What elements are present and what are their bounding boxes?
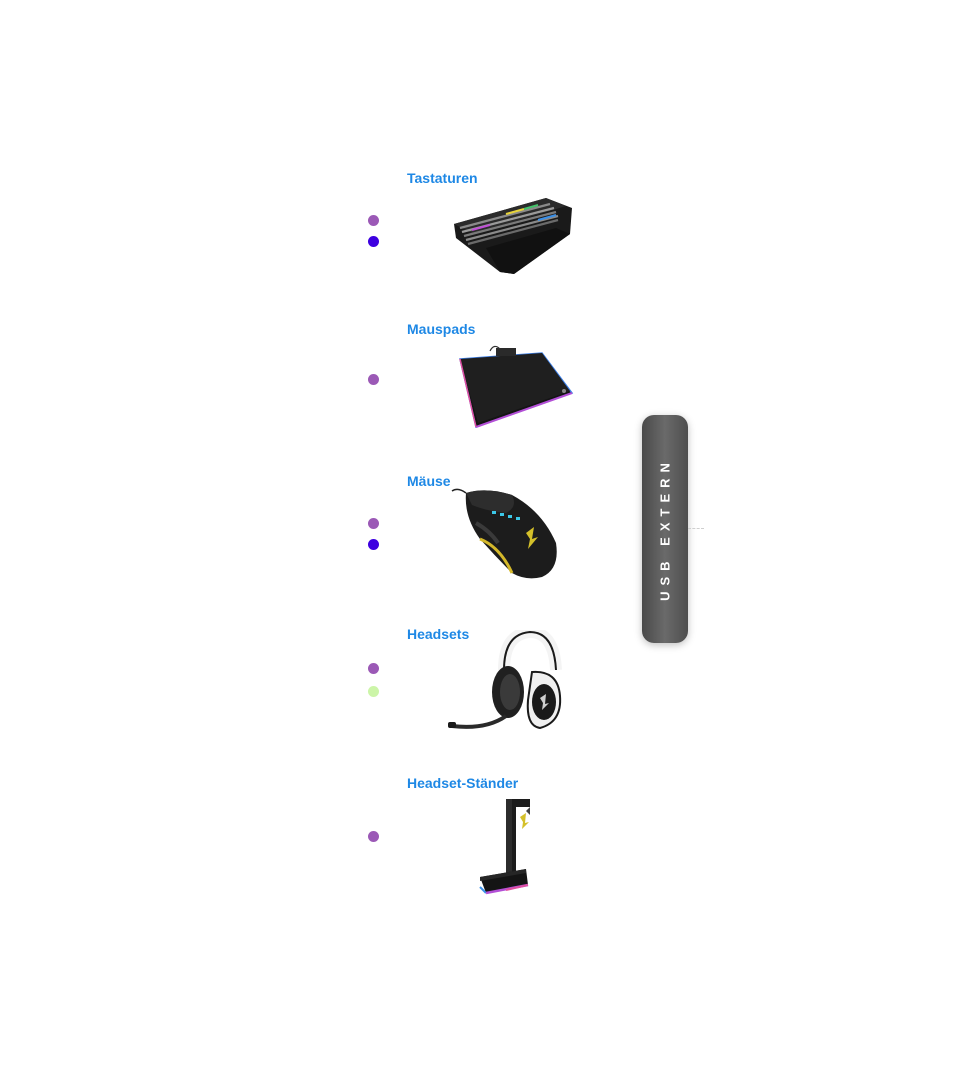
- headset-stand-icon[interactable]: [446, 795, 576, 900]
- mousepad-icon[interactable]: [446, 345, 576, 436]
- category-title-headset-stands[interactable]: Headset-Ständer: [407, 775, 519, 791]
- indicator-dot: [368, 831, 379, 842]
- category-title-mousepads[interactable]: Mauspads: [407, 321, 476, 337]
- indicator-dot: [368, 518, 379, 529]
- usb-extern-tab[interactable]: USB EXTERN: [642, 415, 688, 643]
- indicator-dot: [368, 374, 379, 385]
- indicator-dot: [368, 539, 379, 550]
- keyboard-icon[interactable]: [446, 192, 576, 283]
- indicator-dot: [368, 215, 379, 226]
- indicator-dot: [368, 686, 379, 697]
- usb-extern-label: USB EXTERN: [657, 457, 673, 601]
- category-title-mice[interactable]: Mäuse: [407, 473, 451, 489]
- category-title-keyboards[interactable]: Tastaturen: [407, 170, 478, 186]
- mouse-icon[interactable]: [446, 487, 576, 586]
- indicator-dot: [368, 663, 379, 674]
- headset-icon[interactable]: [446, 625, 576, 741]
- category-title-headsets[interactable]: Headsets: [407, 626, 470, 642]
- connector-line: [688, 528, 704, 529]
- indicator-dot: [368, 236, 379, 247]
